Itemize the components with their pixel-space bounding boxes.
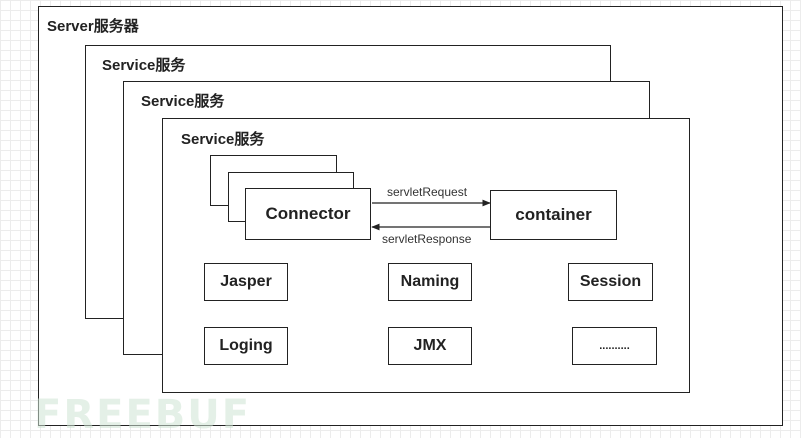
more-box: ..........: [572, 327, 657, 365]
server-label: Server服务器: [47, 18, 139, 35]
connector-box: Connector: [245, 188, 371, 240]
jmx-box: JMX: [388, 327, 472, 365]
loging-box: Loging: [204, 327, 288, 365]
session-box: Session: [568, 263, 653, 301]
naming-box: Naming: [388, 263, 472, 301]
request-label: servletRequest: [387, 185, 468, 199]
jasper-box: Jasper: [204, 263, 288, 301]
response-label: servletResponse: [382, 232, 472, 246]
service-label-front: Service服务: [181, 131, 265, 148]
service-label-middle: Service服务: [141, 93, 225, 110]
freebuf-watermark: FREEBUF: [34, 392, 252, 438]
container-box: container: [490, 190, 617, 240]
service-label-back: Service服务: [102, 57, 186, 74]
